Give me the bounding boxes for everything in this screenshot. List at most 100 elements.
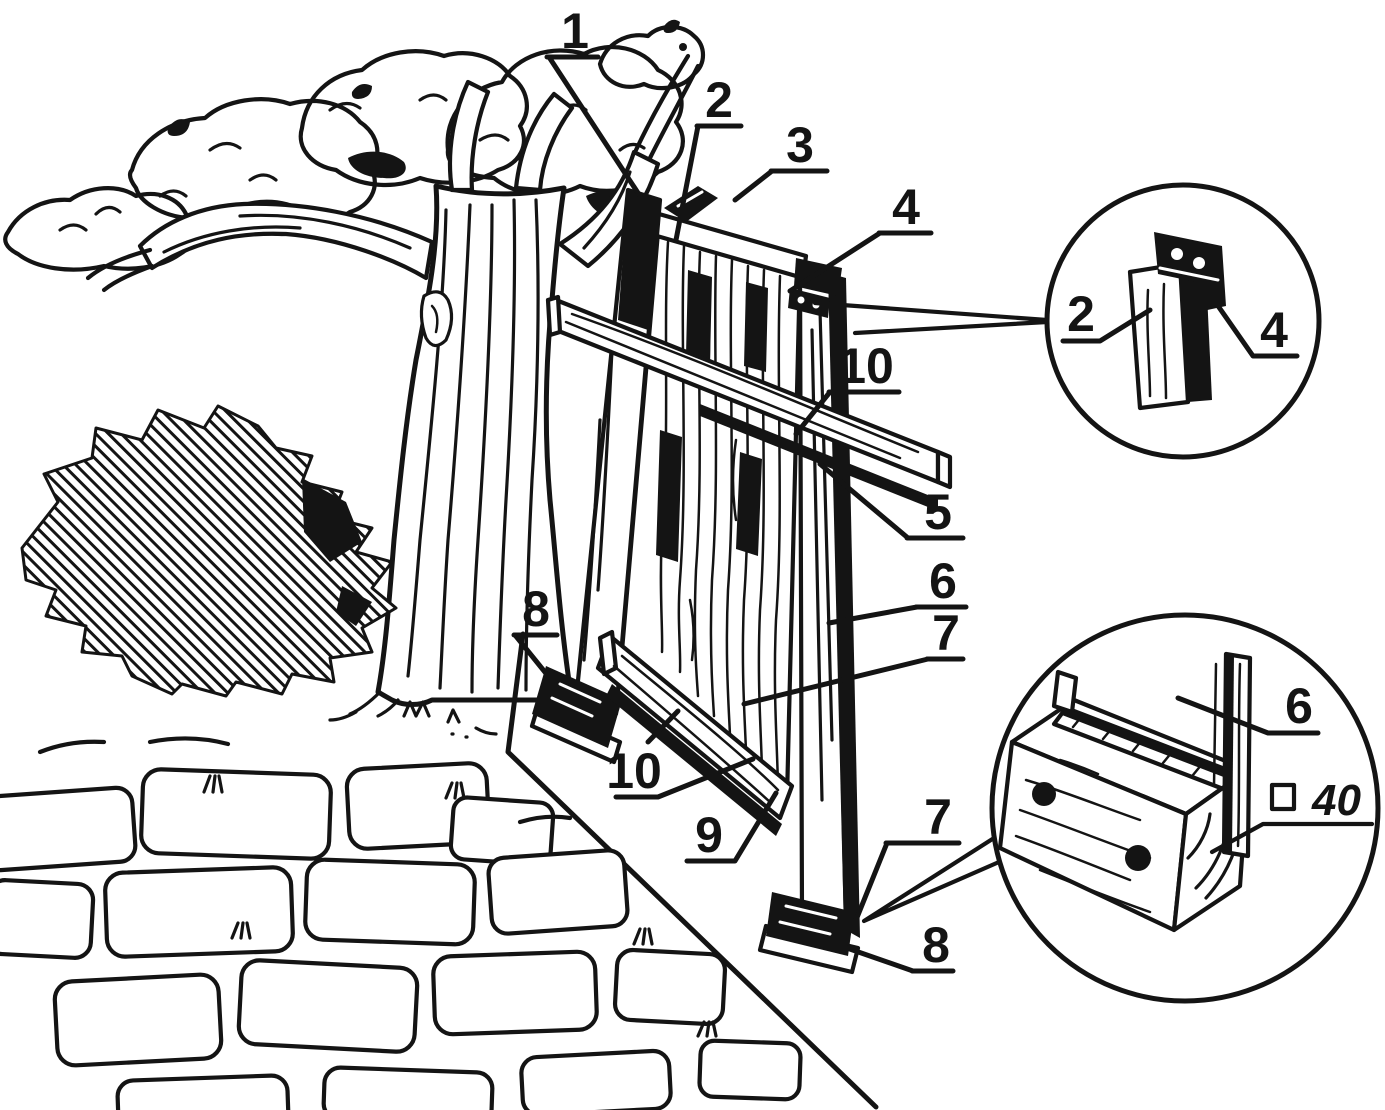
bracket-screw (797, 296, 805, 304)
callout-number: 10 (606, 743, 662, 799)
detail-view-bottom: 6 40 (989, 612, 1381, 1004)
lower-rail-end-left (597, 629, 619, 677)
callout-8-right: 8 (841, 917, 956, 974)
callout-2: 2 (673, 72, 744, 243)
callout-detail-2: 2 (1060, 286, 1153, 344)
detail-post-40-dark-edge (1224, 654, 1234, 853)
detail-bolt-head (1125, 845, 1151, 871)
stone (697, 1038, 803, 1102)
callout-7-lower: 7 (853, 789, 962, 923)
leader-line (741, 656, 966, 707)
detail-post-front (1127, 261, 1191, 411)
callout-number: 7 (932, 605, 960, 661)
stone (519, 1048, 673, 1110)
lower-rail-grain (612, 654, 780, 804)
detail-bolt-head (1032, 782, 1056, 806)
callout-number: 6 (929, 553, 957, 609)
callout-number: 5 (924, 484, 952, 540)
left-post-dark-top (618, 191, 659, 330)
callout-number: 2 (705, 72, 733, 128)
callout-number: 8 (922, 917, 950, 973)
tree-branch-right (557, 149, 661, 269)
leader-line (793, 389, 902, 437)
dimension-pointer (1209, 821, 1375, 855)
path-loose-strokes (37, 736, 573, 825)
leader-line (544, 54, 643, 199)
grass-tufts (202, 774, 718, 1038)
stone (0, 785, 138, 873)
callout-1: 1 (544, 3, 643, 199)
tree-branch-right-upper (633, 53, 701, 161)
detail-batten-hatch (1071, 714, 1204, 777)
callout-8-left: 8 (511, 581, 560, 690)
leader-line (817, 461, 966, 541)
path-edge-line (505, 631, 879, 1110)
bush (20, 404, 398, 698)
callout-number: 7 (924, 789, 952, 845)
leader-line (1213, 300, 1300, 359)
cobblestone-path (0, 631, 879, 1110)
corner-bracket (788, 288, 830, 318)
detail-bottom-pointer-lines (861, 835, 1002, 924)
callout-number: 8 (522, 581, 550, 637)
stone (303, 857, 477, 947)
callout-4: 4 (787, 179, 934, 294)
left-foot-slits (550, 682, 602, 718)
dimension-value: 40 (1311, 776, 1361, 825)
leader-line (1060, 307, 1153, 344)
stone (115, 1073, 291, 1110)
leader-line (684, 790, 779, 864)
tree-branch-left-tip (85, 247, 155, 293)
leader-line (853, 840, 962, 923)
callout-detail-6: 6 (1175, 678, 1321, 736)
callout-number: 1 (561, 3, 589, 59)
stone (0, 878, 96, 960)
leader-line (511, 632, 560, 690)
leader-line (787, 230, 934, 294)
stone (139, 767, 333, 861)
leader-line (826, 604, 969, 626)
under-lath (700, 404, 938, 511)
callout-number: 4 (1260, 302, 1288, 358)
callout-9: 9 (684, 790, 779, 864)
detail-lath-stub (1051, 669, 1079, 715)
bush-dark-patches (302, 478, 372, 626)
callout-number: 6 (1285, 678, 1313, 734)
detail-bracket-seam (1158, 266, 1220, 282)
callout-10-lower: 10 (606, 708, 756, 800)
stone (612, 947, 728, 1027)
trellis-structure (529, 186, 953, 975)
leader-line (1175, 695, 1321, 736)
wedge-block (664, 186, 718, 222)
detail-top-pointer-lines (812, 300, 1050, 336)
callout-10-upper: 10 (793, 338, 902, 437)
detail-bracket-hole (1193, 257, 1205, 269)
dimension-40: 40 (1209, 776, 1375, 855)
detail-bracket-hole (1171, 248, 1183, 260)
leader-line (841, 944, 956, 974)
middle-rail-end-right (935, 449, 953, 490)
detail-post-grain (1146, 282, 1168, 400)
tree-knot-inner (430, 304, 439, 334)
detail-view-top: 2 4 (1044, 182, 1322, 460)
detail-post-40-grain (1212, 662, 1242, 848)
stone (486, 848, 630, 936)
callout-6: 6 (826, 553, 969, 626)
detail-batten-dark-edge (1062, 708, 1238, 781)
callout-detail-4: 4 (1213, 300, 1300, 359)
detail-beam-front-grain (1014, 758, 1152, 914)
lower-rail-shadow (606, 684, 782, 836)
leader-line (613, 708, 756, 800)
middle-rail-end-left (545, 294, 563, 338)
callout-3: 3 (732, 117, 830, 203)
leader-line (673, 123, 744, 243)
middle-rail-grain (564, 312, 920, 460)
right-foot-slits (778, 904, 838, 936)
stone (431, 949, 599, 1037)
tree-leaf-dot (679, 43, 687, 51)
tree-trunk-grain (162, 170, 632, 694)
panel-slat-gaps (656, 270, 768, 562)
stone (52, 972, 224, 1068)
